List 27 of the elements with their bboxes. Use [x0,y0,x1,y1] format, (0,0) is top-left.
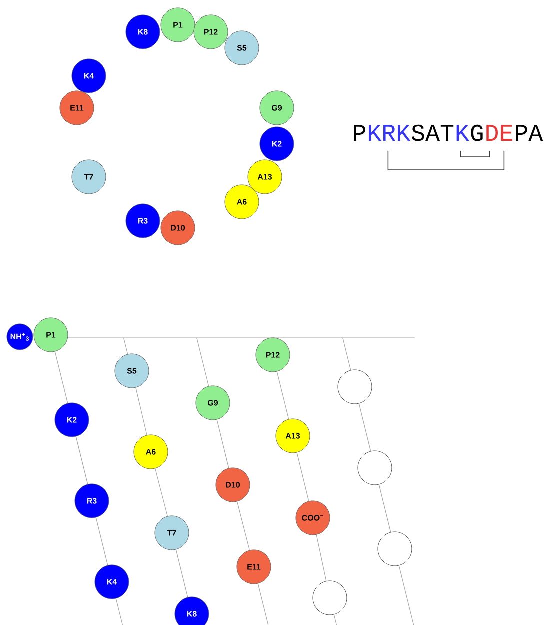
helix-line [276,371,290,420]
helix-line [236,501,250,551]
empty-circle [312,580,348,616]
sequence-letters: G [471,124,483,142]
sequence-letters: K [456,125,470,141]
helix-line [358,403,372,452]
helix-line [176,549,188,598]
helix-line [316,534,327,582]
sequence-letters: DE [486,125,512,141]
helix-line [76,436,88,485]
helix-line [136,388,148,436]
helix-line [342,338,352,371]
helix-line [96,517,108,566]
sequence-letters: KRK [369,125,411,141]
helix-line [54,351,68,404]
helix-line [296,452,310,502]
sequence-letters: PA [516,125,544,141]
helix-line [155,468,168,517]
helix-line [216,419,230,469]
helix-line [124,338,128,355]
helix-line [378,484,392,533]
sequence-letters: SAT [412,124,454,142]
helix-line [196,338,210,387]
empty-circle [338,370,372,404]
empty-circle [378,532,412,566]
empty-circle [358,450,392,486]
sequence-letters: P [354,125,366,141]
